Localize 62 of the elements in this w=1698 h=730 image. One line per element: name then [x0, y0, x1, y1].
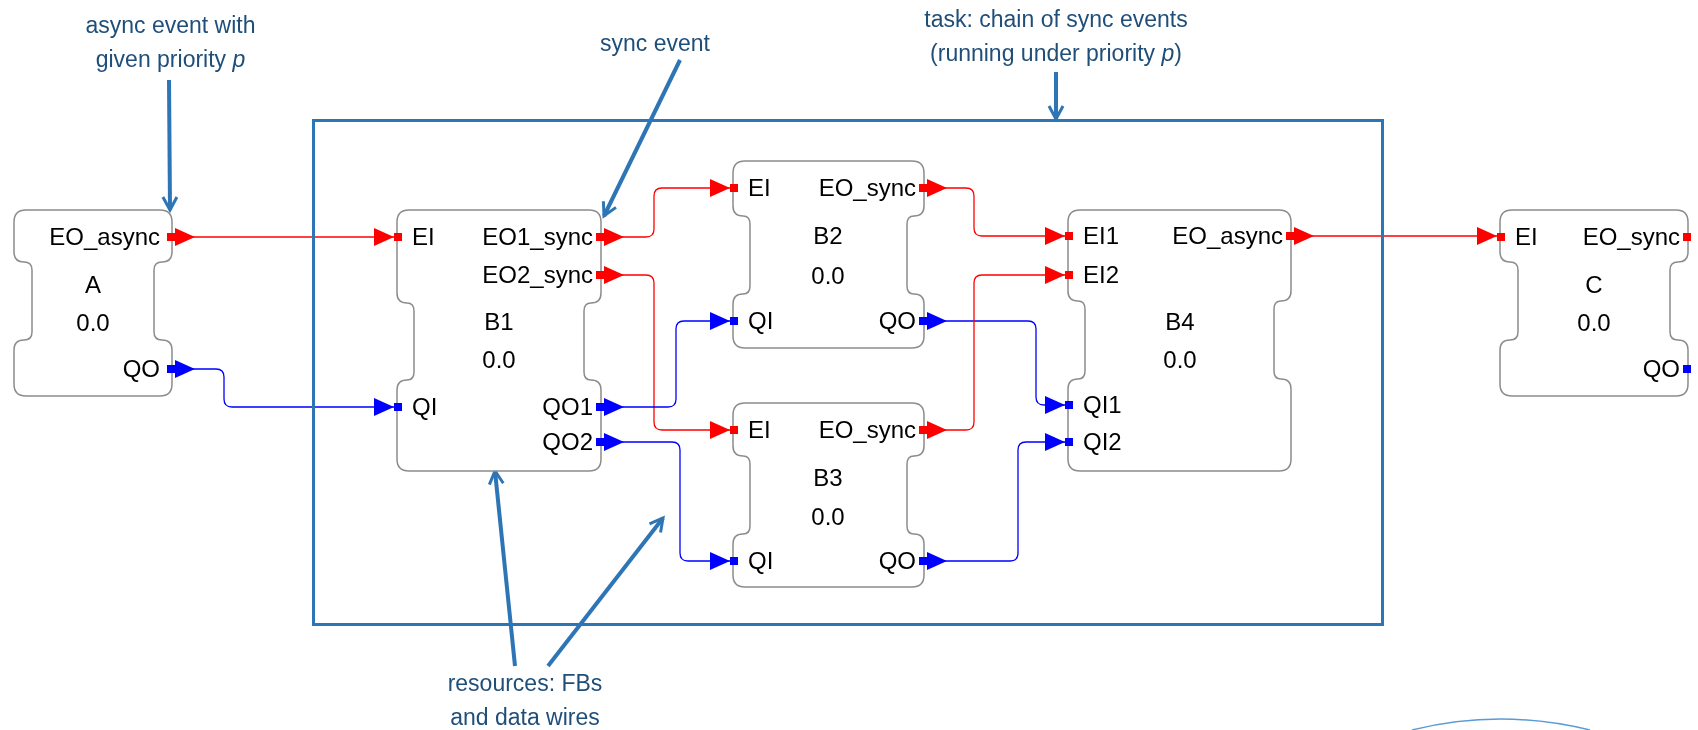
block-value: 0.0 [1162, 345, 1198, 375]
wire [1293, 227, 1498, 245]
function-block [730, 403, 927, 587]
wire [603, 179, 731, 246]
leader-arrow [546, 516, 665, 668]
port-label: QI [412, 392, 438, 422]
port-label: QI2 [1083, 427, 1122, 457]
port-label: QO [878, 306, 916, 336]
wire [174, 360, 395, 416]
port-label: EO_sync [818, 173, 916, 203]
leader-arrow [1047, 72, 1065, 121]
annotation-text: task: chain of sync events (running under priority p) [923, 5, 1189, 68]
function-block [1497, 210, 1691, 396]
port-label: EO_async [49, 222, 160, 252]
block-value: 0.0 [481, 345, 517, 375]
port-label: EO_async [1172, 221, 1283, 251]
port-label: QI1 [1083, 390, 1122, 420]
port-label: QI [748, 306, 774, 336]
port-label: QO1 [542, 392, 593, 422]
leader-arrow [161, 80, 179, 212]
port-label: QO [878, 546, 916, 576]
function-block [394, 210, 604, 471]
function-block [1065, 210, 1294, 471]
port-label: QI [748, 546, 774, 576]
block-name: B4 [1164, 307, 1196, 337]
port-label: EO_sync [1582, 222, 1680, 252]
port-label: EI [1515, 222, 1538, 252]
block-name: A [84, 270, 102, 300]
annotation-text: sync event [599, 29, 711, 58]
block-name: C [1584, 270, 1604, 300]
wire [603, 433, 731, 570]
port-label: EI1 [1083, 221, 1120, 251]
port-label: EO_sync [818, 415, 916, 445]
port-label: QO [1642, 354, 1680, 384]
port-label: EI [748, 415, 771, 445]
annotation-text: async event with given priority p [84, 11, 257, 74]
block-name: B3 [812, 463, 844, 493]
port-label: QO [122, 354, 160, 384]
block-value: 0.0 [1576, 308, 1612, 338]
wire [603, 312, 731, 416]
block-value: 0.0 [810, 502, 846, 532]
port-label: EI [748, 173, 771, 203]
wire [926, 312, 1066, 414]
wire [174, 228, 395, 246]
port-label: EI [412, 222, 435, 252]
block-name: B2 [812, 221, 844, 251]
function-block [730, 161, 927, 348]
port-label: EI2 [1083, 260, 1120, 290]
wire [603, 266, 731, 439]
block-value: 0.0 [810, 261, 846, 291]
task-frame [312, 119, 1384, 626]
wire [926, 266, 1066, 439]
port-label: EO1_sync [482, 222, 593, 252]
leader-arrow [601, 59, 682, 218]
wire [926, 179, 1066, 245]
wire [926, 433, 1066, 570]
block-name: B1 [483, 307, 515, 337]
annotation-text: resources: FBs and data wires [446, 669, 604, 730]
block-value: 0.0 [75, 308, 111, 338]
port-label: EO2_sync [482, 260, 593, 290]
port-label: QO2 [542, 427, 593, 457]
function-block [11, 210, 175, 396]
